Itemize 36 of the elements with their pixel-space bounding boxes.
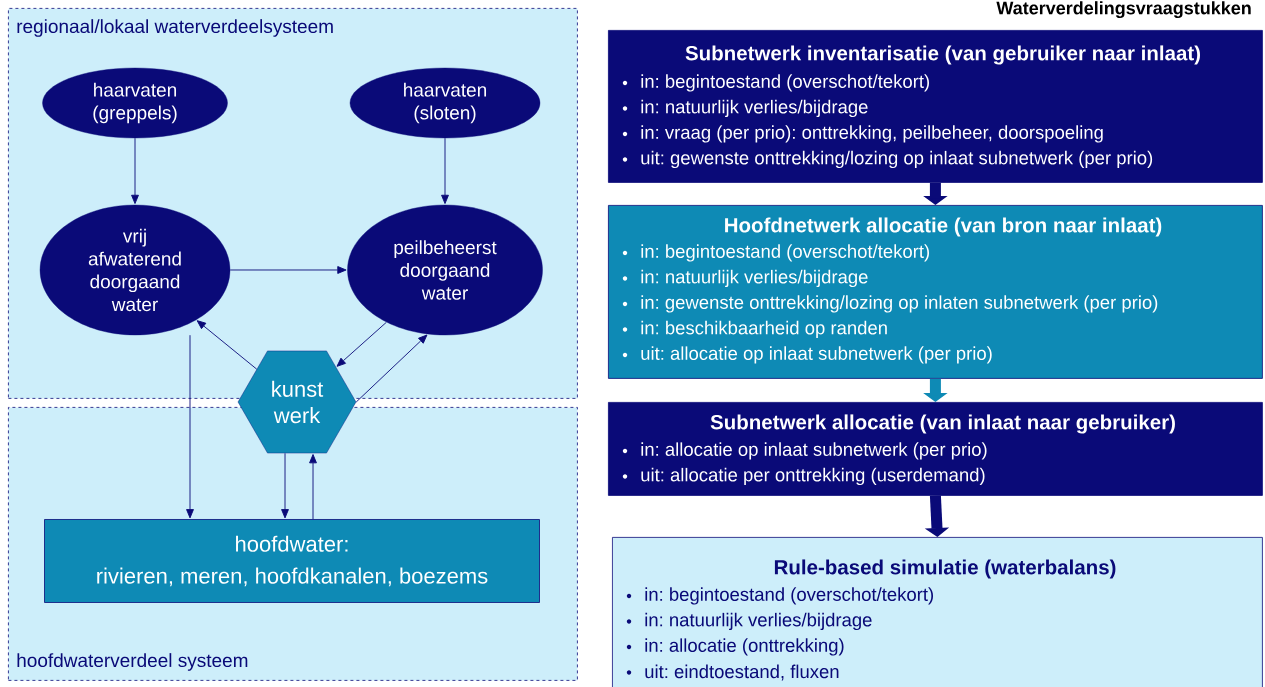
bullet-item: uit: eindtoestand, fluxen (626, 664, 839, 681)
arrow (131, 137, 139, 205)
panel-heading: Subnetwerk allocatie (van inlaat naar gebruiker) (710, 414, 1175, 434)
arrow (309, 454, 317, 520)
panel-heading: Rule-based simulatie (waterbalans) (774, 559, 1116, 579)
ellipse-node: haarvaten (sloten) (349, 67, 541, 139)
process-box: hoofdwater: rivieren, meren, hoofdkanalen, boezems (44, 519, 540, 603)
bullet-item: in: allocatie op inlaat subnetwerk (per prio) (622, 442, 987, 460)
region-label: regionaal/lokaal waterverdeelsysteem (17, 19, 333, 37)
bullet-item: in: begintoestand (overschot/tekort) (622, 244, 929, 262)
arrow (186, 334, 194, 519)
panel-heading: Subnetwerk inventarisatie (van gebruiker naar inlaat) (685, 45, 1200, 65)
bullet-item: in: vraag (per prio): onttrekking, peilbeheer, doorspoeling (622, 125, 1103, 143)
arrow (441, 137, 449, 205)
bullet-item: uit: gewenste onttrekking/lozing op inlaat subnetwerk (per prio) (622, 150, 1153, 169)
bullet-item: uit: allocatie op inlaat subnetwerk (per prio) (622, 346, 992, 364)
heading: Waterverdelingsvraagstukken (996, 1, 1251, 19)
hexagon-node: kunst werk (237, 350, 357, 454)
bullet-item: uit: allocatie per onttrekking (userdemand) (622, 467, 985, 486)
ellipse-node: haarvaten (greppels) (42, 67, 228, 139)
region-label: hoofdwaterverdeel systeem (17, 653, 248, 671)
ellipse-node: peilbeheerst doorgaand water (347, 204, 543, 336)
bullet-item: in: gewenste onttrekking/lozing op inlaten subnetwerk (per prio) (622, 295, 1158, 313)
bullet-item: in: natuurlijk verlies/bijdrage (626, 612, 872, 631)
arrow (229, 266, 347, 274)
arrow (281, 452, 289, 519)
bullet-item: in: begintoestand (overschot/tekort) (622, 74, 929, 92)
arrow (196, 320, 258, 370)
bullet-item: in: natuurlijk verlies/bijdrage (622, 99, 868, 118)
bullet-item: in: natuurlijk verlies/bijdrage (622, 269, 868, 288)
arrow (336, 321, 387, 367)
ellipse-node: vrij afwaterend doorgaand water (39, 204, 231, 336)
bullet-item: in: allocatie (onttrekking) (626, 638, 844, 656)
bullet-item: in: beschikbaarheid op randen (622, 320, 887, 339)
panel-heading: Hoofdnetwerk allocatie (van bron naar inlaat) (725, 217, 1162, 237)
bullet-item: in: begintoestand (overschot/tekort) (626, 587, 933, 605)
